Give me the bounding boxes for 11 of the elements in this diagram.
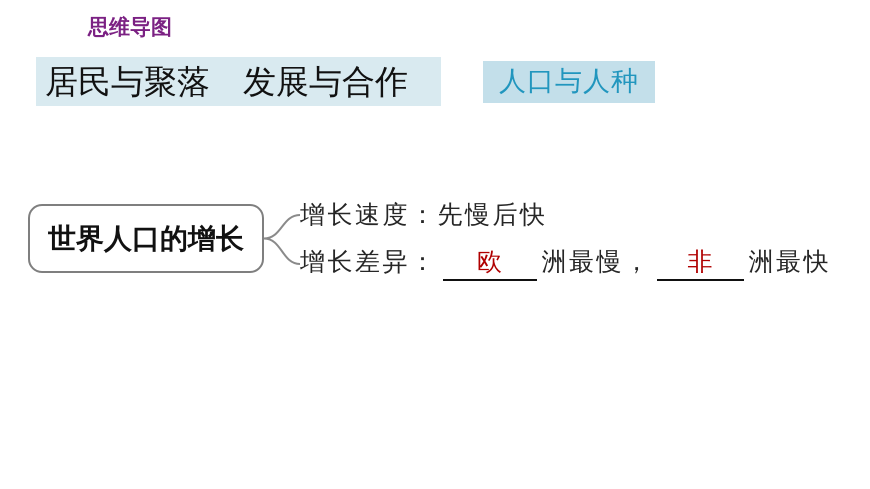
connector-line	[264, 238, 300, 265]
fill-in-line: 欧	[442, 247, 536, 281]
topic-node: 世界人口的增长	[28, 204, 264, 273]
title: 思维导图	[88, 14, 172, 40]
chapter-banner: 居民与聚落 发展与合作	[36, 57, 441, 106]
branch-text: 洲最快	[748, 247, 831, 277]
section-banner: 人口与人种	[483, 61, 655, 103]
fill-in-line: 非	[656, 247, 744, 281]
branch-text: 增长差异：	[300, 247, 438, 277]
branch-text: 洲最慢，	[542, 247, 652, 277]
branch-text: 增长速度：先慢后快	[300, 200, 548, 230]
